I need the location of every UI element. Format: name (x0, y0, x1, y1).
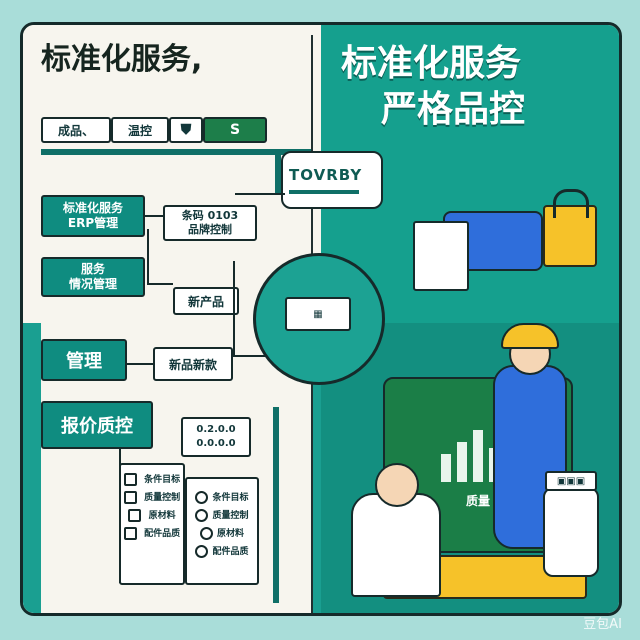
connector-4 (147, 283, 173, 285)
right-node-1: 条码 0103 品牌控制 (163, 205, 257, 241)
robot-label: ▣▣▣ (545, 471, 597, 491)
checkbox-icon-2 (123, 491, 137, 504)
lock-shackle (553, 189, 589, 218)
right-node-3: 新品新款 (153, 347, 233, 381)
connector-1 (235, 193, 285, 195)
green-card-label: TOVRBY (289, 166, 363, 184)
small-list-line2: 0.0.0.0 (196, 438, 236, 449)
poster-frame: 标准化服务, 标准化服务 严格品控 成品、 温控 ⛊ S TOVRBY 标准化服… (20, 22, 622, 616)
checklist-item-1: 条件目标 (123, 471, 180, 489)
watermark: 豆包AI (583, 617, 622, 632)
right-node-2: 新产品 (173, 287, 239, 315)
connector-3 (147, 229, 149, 285)
scientist-head (375, 463, 419, 507)
left-tag-4: S (203, 117, 267, 143)
right-checklist-item-1: 条件目标 (195, 489, 249, 507)
small-list-box: 0.2.0.0 0.0.0.0 (181, 417, 251, 457)
right-checklist-item-4: 配件品质 (195, 543, 249, 561)
left-node-1-line1: 标准化服务 (62, 201, 123, 215)
checklist-item-3: 原材料 (128, 507, 176, 525)
left-node-1: 标准化服务 ERP管理 (41, 195, 145, 237)
robot-box (543, 487, 599, 577)
pipe-right-drop (275, 149, 281, 193)
left-tag-3: ⛊ (169, 117, 203, 143)
left-node-1-line2: ERP管理 (67, 216, 119, 230)
checklist-item-2: 质量控制 (123, 489, 180, 507)
connector-7 (127, 363, 153, 365)
monitor-caption: 质量 (465, 493, 490, 508)
checkbox-icon-3 (128, 509, 142, 522)
left-node-2-line2: 情况管理 (68, 277, 117, 291)
bar-1 (441, 453, 451, 482)
scientist-body (351, 493, 441, 597)
left-tag-1: 成品、 (41, 117, 111, 143)
small-list-line1: 0.2.0.0 (196, 424, 236, 435)
lens-chip: ▦ (285, 297, 351, 331)
worker-helmet (501, 323, 559, 349)
right-node-1-line1: 条码 0103 (181, 209, 239, 222)
right-checklist-item-2: 质量控制 (195, 507, 249, 525)
connector-2 (145, 215, 163, 217)
pipe-bottom (273, 407, 279, 603)
left-node-2-line1: 服务 (80, 262, 105, 276)
bar-2 (457, 441, 467, 482)
connector-5 (233, 261, 235, 357)
right-heading-line2: 严格品控 (381, 89, 526, 130)
lens-chip-icon: ▦ (313, 308, 323, 320)
left-node-3: 管理 (41, 339, 127, 381)
shield-icon: ⛊ (180, 122, 192, 138)
checklist-card: 条件目标 质量控制 原材料 配件品质 (119, 463, 185, 585)
document-sheet (413, 221, 469, 291)
checklist-item-4: 配件品质 (123, 525, 180, 543)
robot-label-text: ▣▣▣ (556, 475, 586, 487)
left-heading: 标准化服务, (41, 42, 203, 77)
left-node-4: 报价质控 (41, 401, 153, 449)
circle-icon-3 (199, 527, 213, 540)
bar-3 (473, 429, 483, 482)
right-heading-line1: 标准化服务 (341, 43, 522, 84)
pipe-top (41, 149, 311, 155)
left-tag-2: 温控 (111, 117, 169, 143)
checkbox-icon-1 (123, 473, 137, 486)
right-checklist-item-3: 原材料 (199, 525, 244, 543)
circle-icon-4 (195, 545, 209, 558)
right-node-1-line2: 品牌控制 (188, 223, 232, 236)
circle-icon-2 (195, 509, 209, 522)
left-node-2: 服务 情况管理 (41, 257, 145, 297)
right-checklist-card: 条件目标 质量控制 原材料 配件品质 (185, 477, 259, 585)
connector-6 (233, 355, 291, 357)
green-card: TOVRBY (281, 151, 383, 209)
green-card-subline (289, 190, 359, 194)
circle-icon-1 (195, 491, 209, 504)
checkbox-icon-4 (123, 527, 137, 540)
